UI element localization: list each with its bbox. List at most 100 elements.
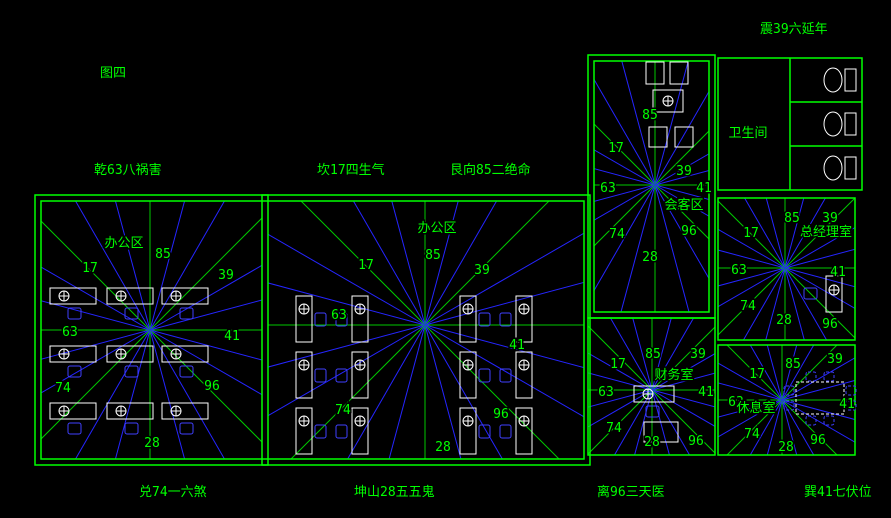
chair — [478, 424, 491, 439]
direction-fan-office_left — [41, 201, 262, 459]
toilet-icon — [844, 156, 857, 180]
desk — [652, 89, 684, 113]
chair — [67, 365, 82, 378]
desk — [645, 61, 665, 85]
fan-line — [268, 233, 426, 326]
fan-line — [149, 264, 262, 331]
fan-line — [654, 130, 709, 186]
fan-line — [424, 324, 584, 418]
chair — [335, 312, 348, 327]
chair — [335, 368, 348, 383]
fan-line — [149, 201, 226, 331]
chair — [67, 307, 82, 320]
fan-line — [149, 299, 262, 331]
toilet-icon — [844, 112, 857, 136]
fan-line — [620, 184, 656, 312]
desk — [351, 351, 369, 399]
ring-number-n: 85 — [784, 211, 800, 226]
desk — [459, 351, 477, 399]
fan-line — [784, 267, 855, 339]
ring-number-sw: 74 — [744, 427, 760, 442]
desk — [161, 287, 209, 305]
wall — [593, 60, 710, 313]
ring-number-w: 63 — [731, 263, 747, 278]
desk — [515, 351, 533, 399]
fan-line — [149, 329, 186, 459]
fan-line — [300, 201, 426, 326]
ring-number-ne: 39 — [218, 268, 234, 283]
fan-line — [41, 220, 151, 331]
desk — [161, 345, 209, 363]
desk — [106, 345, 154, 363]
desk — [106, 402, 154, 420]
chair — [179, 365, 194, 378]
fan-line — [621, 61, 656, 186]
ring-number-e: 41 — [839, 397, 855, 412]
fan-line — [114, 201, 151, 331]
chair — [823, 371, 835, 382]
chair — [179, 307, 194, 320]
fan-line — [784, 198, 855, 269]
fan-line — [784, 267, 828, 340]
desk — [49, 287, 97, 305]
fan-line — [718, 267, 786, 336]
room-label-gm_office: 总经理室 — [800, 224, 852, 240]
wall — [717, 344, 856, 456]
ring-number-se: 96 — [810, 433, 826, 448]
fan-line — [391, 201, 426, 326]
desk — [515, 407, 533, 455]
fan-line — [424, 201, 459, 326]
fan-line — [784, 198, 826, 269]
toilet-icon — [823, 111, 843, 137]
fan-line — [784, 248, 855, 269]
fan-line — [609, 318, 653, 391]
chair — [499, 368, 512, 383]
room-label-finance: 财务室 — [654, 367, 693, 383]
ring-number-ne: 39 — [474, 263, 490, 278]
ring-number-n: 85 — [425, 248, 441, 263]
fan-line — [41, 329, 151, 440]
ring-number-ne: 39 — [822, 211, 838, 226]
ring-number-nw: 17 — [743, 226, 759, 241]
ring-number-n: 85 — [155, 247, 171, 262]
fan-line — [594, 123, 656, 186]
compass-label-kun: 坤山28五五鬼 — [354, 485, 435, 500]
chair — [783, 385, 795, 396]
chair — [805, 415, 817, 426]
fan-line — [651, 318, 695, 391]
direction-fan-lounge — [718, 345, 855, 455]
chair — [124, 307, 139, 320]
room-label-office_right: 办公区 — [417, 221, 456, 236]
desk — [674, 126, 694, 148]
fan-line — [781, 399, 838, 455]
ring-number-w: 63 — [728, 395, 744, 410]
ring-number-e: 41 — [224, 329, 240, 344]
fan-line — [744, 198, 786, 269]
fan-line — [742, 267, 786, 340]
figure-label: 图四 — [100, 66, 127, 81]
compass-label-dui: 兑74一六煞 — [139, 485, 207, 500]
fan-line — [651, 389, 691, 455]
desk — [295, 295, 313, 343]
fan-line — [726, 345, 783, 401]
chair — [67, 422, 82, 435]
fan-line — [588, 325, 653, 391]
desk — [669, 61, 689, 85]
ring-number-e: 41 — [696, 181, 712, 196]
chair — [124, 422, 139, 435]
ring-number-nw: 17 — [610, 357, 626, 372]
wall — [40, 200, 585, 460]
chair — [124, 365, 139, 378]
fan-line — [632, 318, 653, 391]
fan-line — [654, 61, 689, 186]
chair — [645, 405, 660, 418]
fan-line — [651, 326, 715, 391]
room-label-meeting: 会客区 — [664, 197, 703, 213]
fan-line — [41, 300, 151, 331]
fan-line — [651, 318, 672, 391]
fan-line — [654, 184, 709, 280]
fan-line — [651, 389, 715, 454]
direction-fan-gm_office — [718, 198, 855, 340]
